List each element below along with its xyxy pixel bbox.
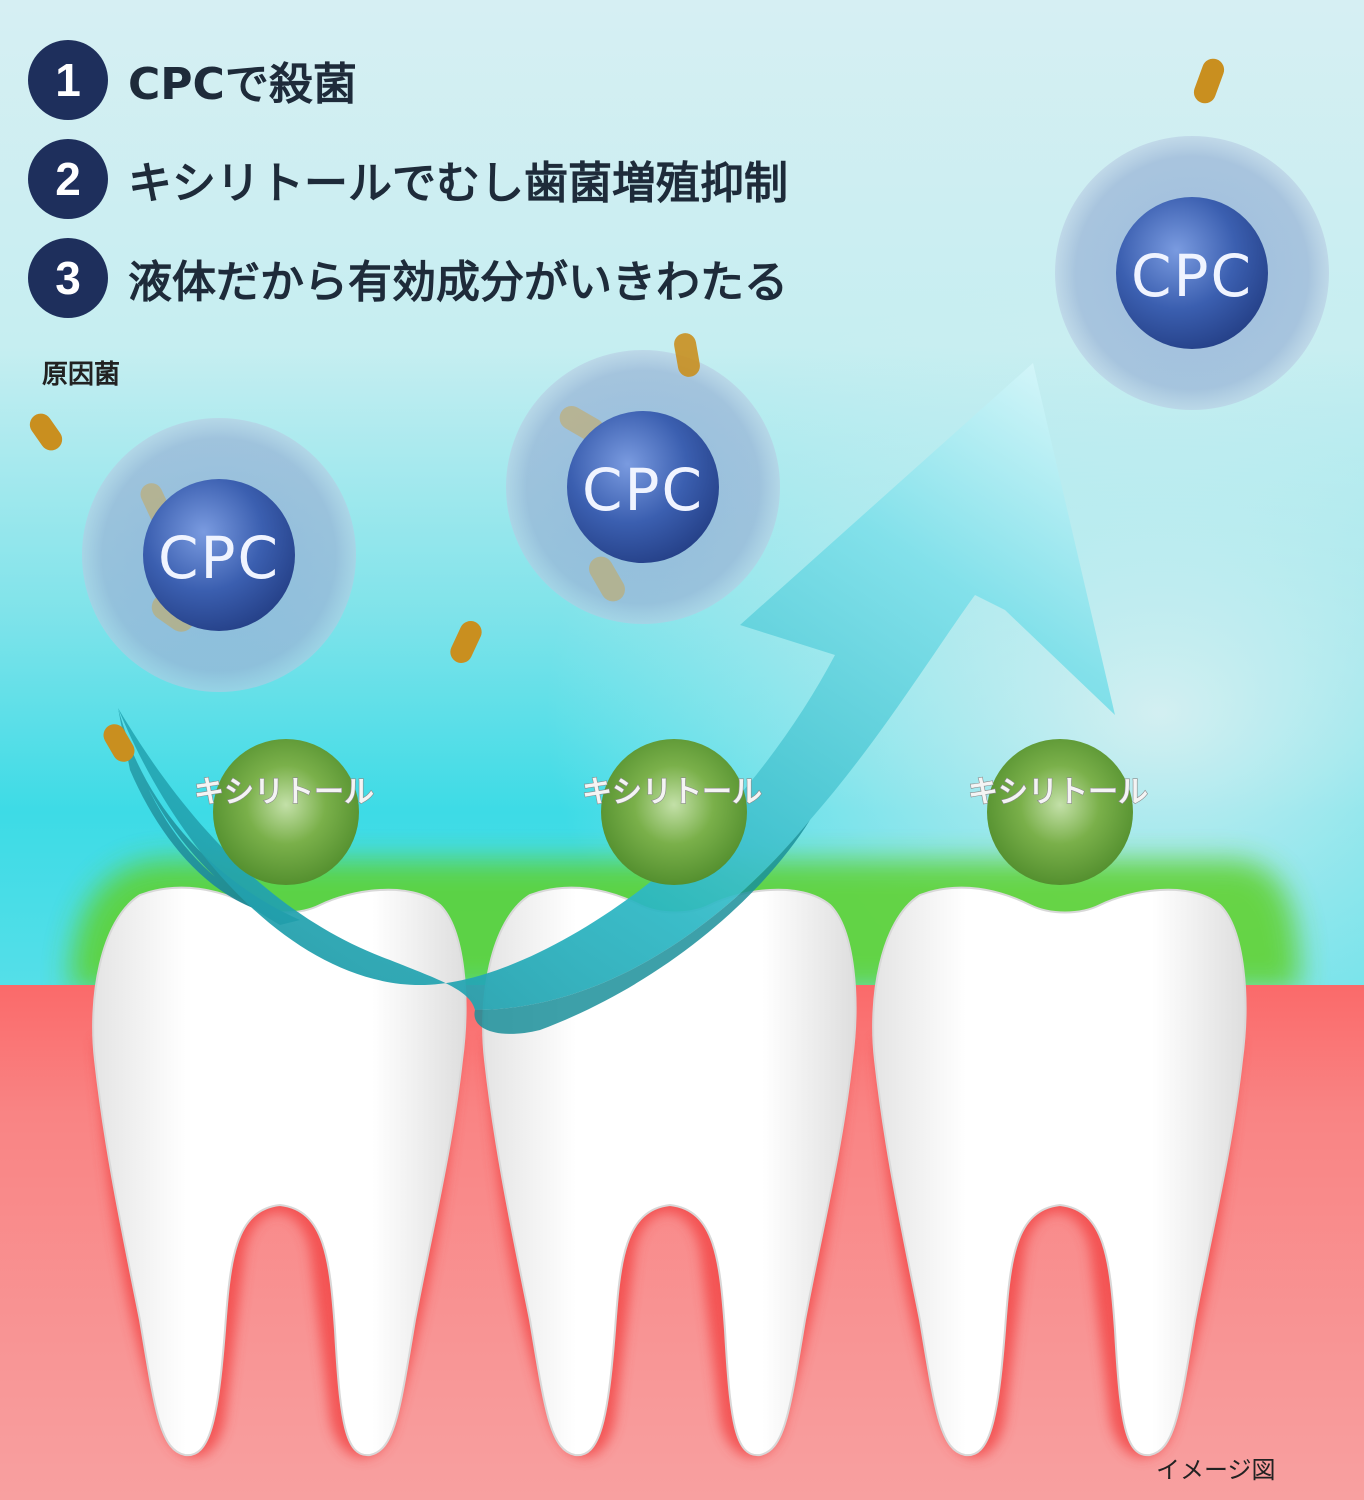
step-1: 1 CPCで殺菌 — [28, 40, 357, 120]
step-1-text: CPCで殺菌 — [128, 48, 357, 112]
step-1-number-badge: 1 — [28, 40, 108, 120]
cause-bacteria-label: 原因菌 — [42, 354, 120, 391]
image-note: イメージ図 — [1156, 1450, 1276, 1485]
step-2-number-badge: 2 — [28, 139, 108, 219]
step-2-text: キシリトールでむし歯菌増殖抑制 — [128, 147, 788, 211]
step-3-text: 液体だから有効成分がいきわたる — [128, 246, 788, 310]
cpc-label-2: CPC — [582, 456, 704, 524]
step-3: 3 液体だから有効成分がいきわたる — [28, 238, 788, 318]
cpc-label-1: CPC — [158, 524, 280, 592]
xylitol-label-3: キシリトール — [968, 775, 1148, 810]
cpc-group-1: CPC — [82, 418, 356, 692]
step-3-number-badge: 3 — [28, 238, 108, 318]
xylitol-label-2: キシリトール — [582, 775, 762, 810]
cpc-group-2: CPC — [506, 350, 780, 624]
xylitol-label-1: キシリトール — [194, 775, 374, 810]
cpc-label-3: CPC — [1131, 242, 1253, 310]
cpc-group-3: CPC — [1055, 136, 1329, 410]
step-2: 2 キシリトールでむし歯菌増殖抑制 — [28, 139, 788, 219]
